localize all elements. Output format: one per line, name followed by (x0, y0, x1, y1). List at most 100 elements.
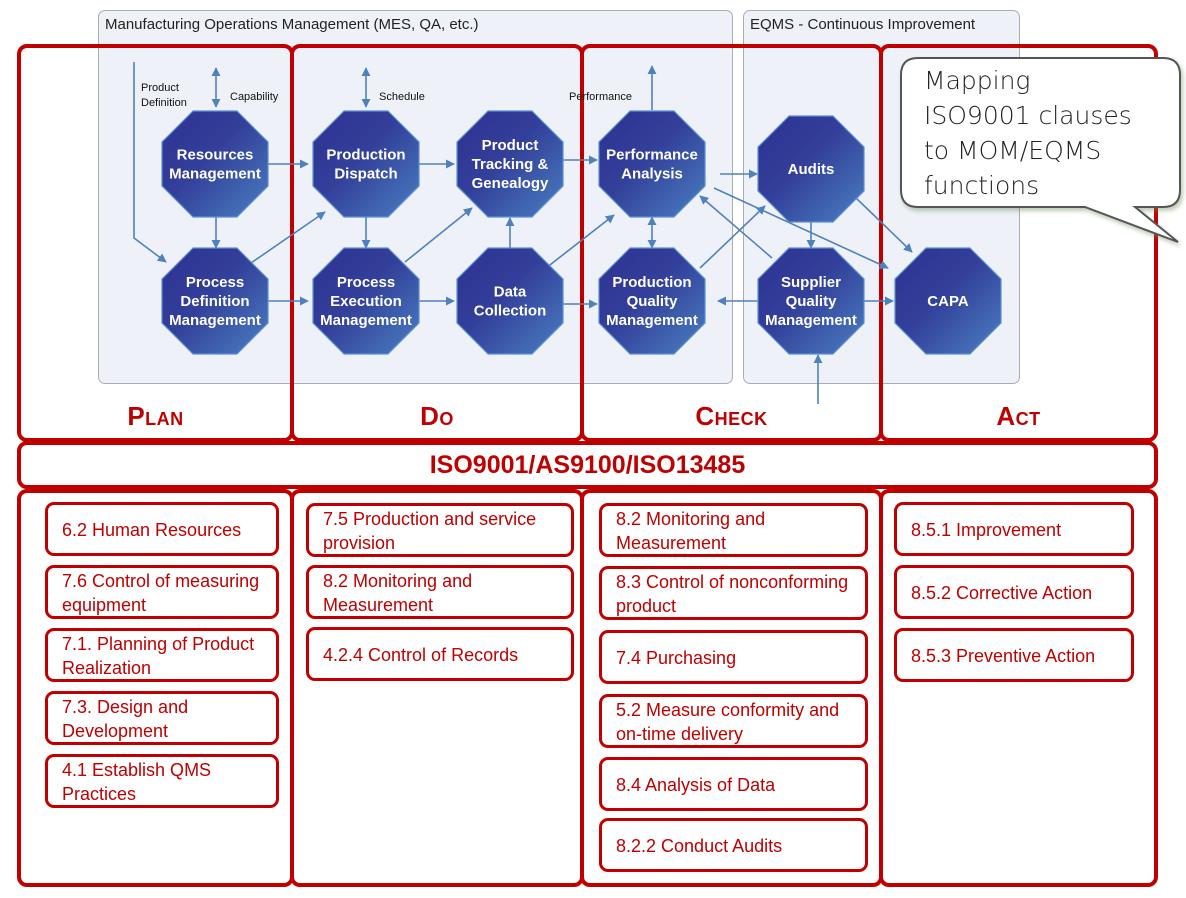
clause-label: 7.5 Production and service provision (323, 509, 537, 553)
clause-label: 7.4 Purchasing (616, 648, 737, 668)
node-label-line: Performance (606, 147, 698, 164)
phase-act: Act (879, 44, 1158, 442)
clause-label: 5.2 Measure conformity and on-time deliv… (616, 700, 840, 744)
octagon-shape (456, 247, 564, 355)
clause-check-item: 7.4 Purchasing (599, 630, 868, 684)
octagon-shape (161, 110, 269, 218)
flow-arrow (699, 205, 766, 269)
node-label-line: Data (494, 284, 527, 301)
flow-arrow (250, 211, 326, 264)
node-label-line: Management (320, 312, 412, 329)
standards-bar-label: ISO9001/AS9100/ISO13485 (429, 450, 746, 479)
clause-plan-item: 4.1 Establish QMS Practices (45, 754, 279, 808)
clause-label: 8.5.2 Corrective Action (911, 583, 1093, 603)
node-label-line: Collection (474, 303, 547, 320)
node-label-line: Production (612, 274, 691, 291)
octagon-shape (456, 110, 564, 218)
phase-act-label: Act (996, 401, 1041, 431)
node-label-line: Product (482, 137, 539, 154)
node-label-line: Audits (788, 161, 835, 178)
schedule-label: Schedule (379, 91, 425, 103)
clause-act-item: 8.5.3 Preventive Action (894, 628, 1134, 682)
clause-check-item: 8.4 Analysis of Data (599, 757, 868, 811)
clause-label: 8.2 Monitoring and Measurement (323, 571, 473, 615)
clause-check-item: 8.2.2 Conduct Audits (599, 818, 868, 872)
flow-arrow (404, 207, 473, 263)
clause-label: 7.6 Control of measuring equipment (62, 571, 260, 615)
node-label-line: Analysis (621, 166, 683, 183)
clause-label: 6.2 Human Resources (62, 520, 242, 540)
clause-label: 4.1 Establish QMS Practices (62, 760, 212, 804)
clause-act-item: 8.5.1 Improvement (894, 502, 1134, 556)
flow-arrow (545, 214, 615, 269)
clause-check-item: 5.2 Measure conformity and on-time deliv… (599, 694, 868, 748)
clause-plan-item: 7.1. Planning of Product Realization (45, 628, 279, 682)
clause-label: 8.5.1 Improvement (911, 520, 1062, 540)
octagon-shape (757, 247, 865, 355)
flow-arrow (855, 197, 913, 253)
node-label-line: Supplier (781, 274, 841, 291)
clause-label: 8.2.2 Conduct Audits (616, 836, 783, 856)
node-audits: Audits (757, 115, 865, 223)
node-label-line: Resources (177, 147, 254, 164)
node-label-line: Tracking & (472, 156, 549, 173)
product-definition-arrow (133, 62, 167, 263)
clause-do-item: 4.2.4 Control of Records (306, 627, 574, 681)
node-label-line: Execution (330, 293, 402, 310)
clause-do-item: 8.2 Monitoring and Measurement (306, 565, 574, 619)
flow-arrow (713, 187, 889, 269)
clause-plan-item: 7.3. Design and Development (45, 691, 279, 745)
node-label-line: Management (169, 312, 261, 329)
function-nodes: ResourcesManagementProcessDefinitionMana… (161, 110, 1002, 355)
clause-label: 8.2 Monitoring and Measurement (616, 509, 766, 553)
node-label-line: Definition (180, 293, 249, 310)
callout-text-line: functions (924, 171, 1039, 200)
callout-text-line: to MOM/EQMS (924, 136, 1101, 165)
node-label-line: Genealogy (472, 175, 549, 192)
clause-do-item: 7.5 Production and service provision (306, 503, 574, 557)
clause-label: 7.1. Planning of Product Realization (62, 634, 255, 678)
octagon-shape (894, 247, 1002, 355)
clause-label: 4.2.4 Control of Records (323, 645, 519, 665)
node-label-line: Production (326, 147, 405, 164)
callout-text-line: ISO9001 clauses (924, 101, 1132, 130)
node-label-line: Management (169, 166, 261, 183)
standards-bar: ISO9001/AS9100/ISO13485 (17, 441, 1158, 489)
performance-label: Performance (569, 91, 632, 103)
callout-text-line: Mapping (924, 66, 1030, 95)
flow-arrows (133, 62, 913, 404)
clause-check-item: 8.2 Monitoring and Measurement (599, 503, 868, 557)
clause-label: 8.3 Control of nonconforming product (616, 572, 849, 616)
phase-check-label: Check (695, 401, 768, 431)
node-label-line: Process (186, 274, 244, 291)
mom-panel-title: Manufacturing Operations Management (MES… (105, 16, 479, 33)
capability-label: Capability (230, 91, 279, 103)
octagon-shape (757, 115, 865, 223)
octagon-shape (161, 247, 269, 355)
phase-do-label: Do (420, 401, 454, 431)
flow-arrow (699, 195, 773, 259)
clause-plan-item: 7.6 Control of measuring equipment (45, 565, 279, 619)
node-capa: CAPA (894, 247, 1002, 355)
node-label-line: Quality (627, 293, 679, 310)
product-definition-label: Definition (141, 97, 187, 109)
node-label-line: Dispatch (334, 166, 397, 183)
node-label-line: CAPA (927, 293, 969, 310)
clauses-act-column (879, 489, 1158, 887)
node-label-line: Management (765, 312, 857, 329)
node-label-line: Quality (786, 293, 838, 310)
phase-plan-label: Plan (127, 401, 184, 431)
clause-label: 7.3. Design and Development (62, 697, 189, 741)
clause-plan-item: 6.2 Human Resources (45, 502, 279, 556)
